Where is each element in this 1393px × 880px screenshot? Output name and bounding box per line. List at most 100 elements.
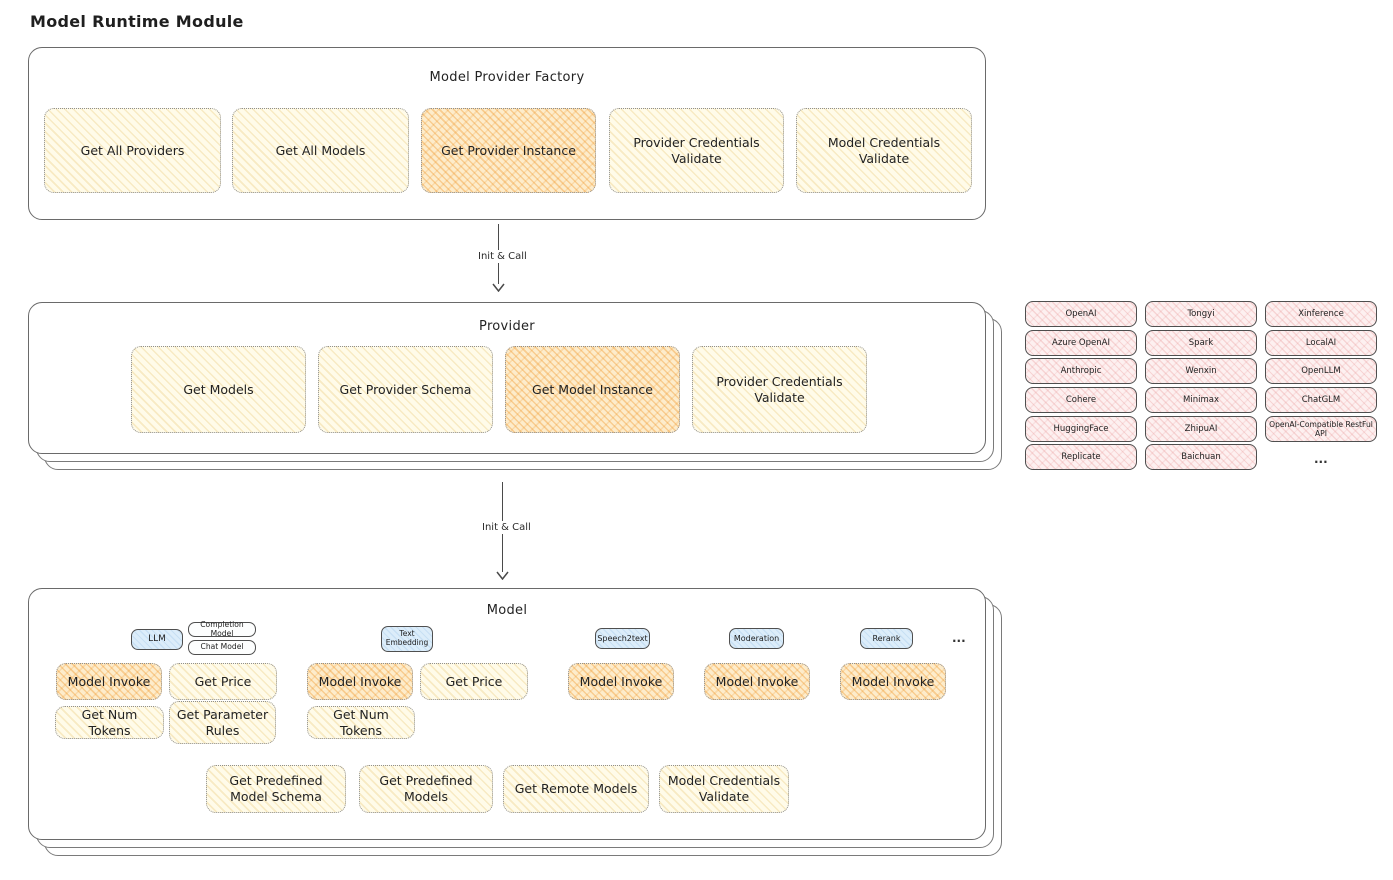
node-get-provider-instance[interactable]: Get Provider Instance (421, 108, 596, 193)
model-box[interactable]: Model LLM Completion Model Chat Model Te… (28, 588, 986, 840)
provider-cell-minimax[interactable]: Minimax (1145, 387, 1257, 413)
node-label: Model Credentials Validate (827, 134, 941, 166)
node-label: Get All Providers (80, 142, 185, 158)
node-get-price-llm[interactable]: Get Price (169, 663, 277, 700)
arrow-label-init-call-1: Init & Call (473, 250, 532, 263)
provider-cell-anthropic[interactable]: Anthropic (1025, 358, 1137, 384)
node-label: Get Predefined Models (379, 773, 473, 804)
factory-title: Model Provider Factory (429, 70, 585, 85)
cell-label: OpenAI (1065, 309, 1097, 319)
tab-label: Chat Model (200, 642, 244, 652)
cell-label: Spark (1188, 338, 1214, 348)
tab-moderation[interactable]: Moderation (729, 628, 784, 649)
node-provider-credentials-validate[interactable]: Provider Credentials Validate (609, 108, 784, 193)
provider-cell-xinference[interactable]: Xinference (1265, 301, 1377, 327)
node-label: Model Credentials Validate (667, 773, 781, 804)
provider-cell-localai[interactable]: LocalAI (1265, 330, 1377, 356)
page-title: Model Runtime Module (30, 12, 244, 31)
provider-cell-openai[interactable]: OpenAI (1025, 301, 1137, 327)
node-get-num-tokens-embedding[interactable]: Get Num Tokens (307, 706, 415, 739)
cell-label: Baichuan (1181, 452, 1221, 462)
node-get-price-embedding[interactable]: Get Price (420, 663, 528, 700)
node-label: Model Invoke (579, 673, 663, 689)
cell-label: OpenAI-Compatible RestFul API (1269, 420, 1373, 438)
node-get-predefined-models[interactable]: Get Predefined Models (359, 765, 493, 813)
provider-cell-openllm[interactable]: OpenLLM (1265, 358, 1377, 384)
tab-label: LLM (148, 634, 166, 645)
cell-label: HuggingFace (1053, 424, 1109, 434)
node-label: Get Predefined Model Schema (229, 773, 323, 804)
tab-label: Completion Model (200, 619, 244, 638)
provider-cell-cohere[interactable]: Cohere (1025, 387, 1137, 413)
tab-label: Text Embedding (385, 629, 429, 647)
node-label: Model Invoke (851, 673, 935, 689)
provider-cell-zhipuai[interactable]: ZhipuAI (1145, 416, 1257, 442)
cell-label: Xinference (1298, 309, 1344, 319)
tab-text-embedding[interactable]: Text Embedding (381, 626, 433, 652)
node-label: Model Invoke (715, 673, 799, 689)
node-label: Get Models (183, 381, 254, 397)
provider-cell-azure-openai[interactable]: Azure OpenAI (1025, 330, 1137, 356)
node-label: Get Num Tokens (333, 706, 389, 738)
node-get-num-tokens-llm[interactable]: Get Num Tokens (55, 706, 164, 739)
provider-cell-chatglm[interactable]: ChatGLM (1265, 387, 1377, 413)
node-label: Get Num Tokens (81, 706, 138, 738)
node-model-invoke-rerank[interactable]: Model Invoke (840, 663, 946, 700)
node-get-all-providers[interactable]: Get All Providers (44, 108, 221, 193)
cell-label: Tongyi (1187, 309, 1215, 319)
provider-cell-spark[interactable]: Spark (1145, 330, 1257, 356)
tab-llm[interactable]: LLM (131, 629, 183, 650)
node-label: Get Price (445, 673, 503, 689)
node-model-invoke-speech2text[interactable]: Model Invoke (568, 663, 674, 700)
node-get-predefined-model-schema[interactable]: Get Predefined Model Schema (206, 765, 346, 813)
node-label: Get Provider Schema (339, 381, 472, 397)
provider-cell-wenxin[interactable]: Wenxin (1145, 358, 1257, 384)
node-get-all-models[interactable]: Get All Models (232, 108, 409, 193)
provider-list-ellipsis: ... (1314, 452, 1328, 466)
arrow-label-init-call-2: Init & Call (477, 521, 536, 534)
cell-label: Cohere (1065, 395, 1097, 405)
tab-completion-model[interactable]: Completion Model (188, 619, 256, 638)
provider-title: Provider (479, 319, 535, 334)
cell-label: ChatGLM (1301, 395, 1341, 405)
node-label: Model Invoke (318, 673, 402, 689)
provider-box[interactable]: Provider Get Models Get Provider Schema … (28, 302, 986, 454)
cell-label: Wenxin (1185, 366, 1217, 376)
provider-cell-tongyi[interactable]: Tongyi (1145, 301, 1257, 327)
tab-label: Moderation (733, 633, 780, 643)
node-label: Provider Credentials Validate (633, 134, 760, 166)
cell-label: Minimax (1183, 395, 1219, 405)
arrow-head-icon (496, 571, 509, 580)
cell-label: Azure OpenAI (1052, 338, 1110, 348)
node-get-models[interactable]: Get Models (131, 346, 306, 433)
tab-rerank[interactable]: Rerank (860, 628, 913, 649)
node-label: Get All Models (275, 142, 366, 158)
node-label: Get Model Instance (532, 381, 653, 397)
node-model-credentials-validate[interactable]: Model Credentials Validate (796, 108, 972, 193)
provider-cell-replicate[interactable]: Replicate (1025, 444, 1137, 470)
model-title: Model (486, 603, 528, 618)
node-model-invoke-moderation[interactable]: Model Invoke (704, 663, 810, 700)
provider-cell-huggingface[interactable]: HuggingFace (1025, 416, 1137, 442)
tab-chat-model[interactable]: Chat Model (188, 640, 256, 655)
cell-label: Replicate (1061, 452, 1101, 462)
node-get-remote-models[interactable]: Get Remote Models (503, 765, 649, 813)
tab-speech2text[interactable]: Speech2text (595, 628, 650, 649)
factory-box[interactable]: Model Provider Factory Get All Providers… (28, 47, 986, 220)
node-model-invoke-embedding[interactable]: Model Invoke (307, 663, 413, 700)
node-model-credentials-validate-2[interactable]: Model Credentials Validate (659, 765, 789, 813)
provider-cell-openai-compatible[interactable]: OpenAI-Compatible RestFul API (1265, 416, 1377, 442)
arrow-head-icon (492, 283, 505, 292)
node-label: Get Provider Instance (441, 142, 576, 158)
node-get-model-instance[interactable]: Get Model Instance (505, 346, 680, 433)
node-provider-credentials-validate-2[interactable]: Provider Credentials Validate (692, 346, 867, 433)
node-label: Get Price (194, 673, 252, 689)
provider-cell-baichuan[interactable]: Baichuan (1145, 444, 1257, 470)
node-get-provider-schema[interactable]: Get Provider Schema (318, 346, 493, 433)
node-label: Model Invoke (67, 673, 151, 689)
cell-label: ZhipuAI (1184, 424, 1218, 434)
node-model-invoke-llm[interactable]: Model Invoke (56, 663, 162, 700)
node-label: Provider Credentials Validate (716, 373, 843, 405)
node-get-parameter-rules[interactable]: Get Parameter Rules (169, 701, 276, 744)
